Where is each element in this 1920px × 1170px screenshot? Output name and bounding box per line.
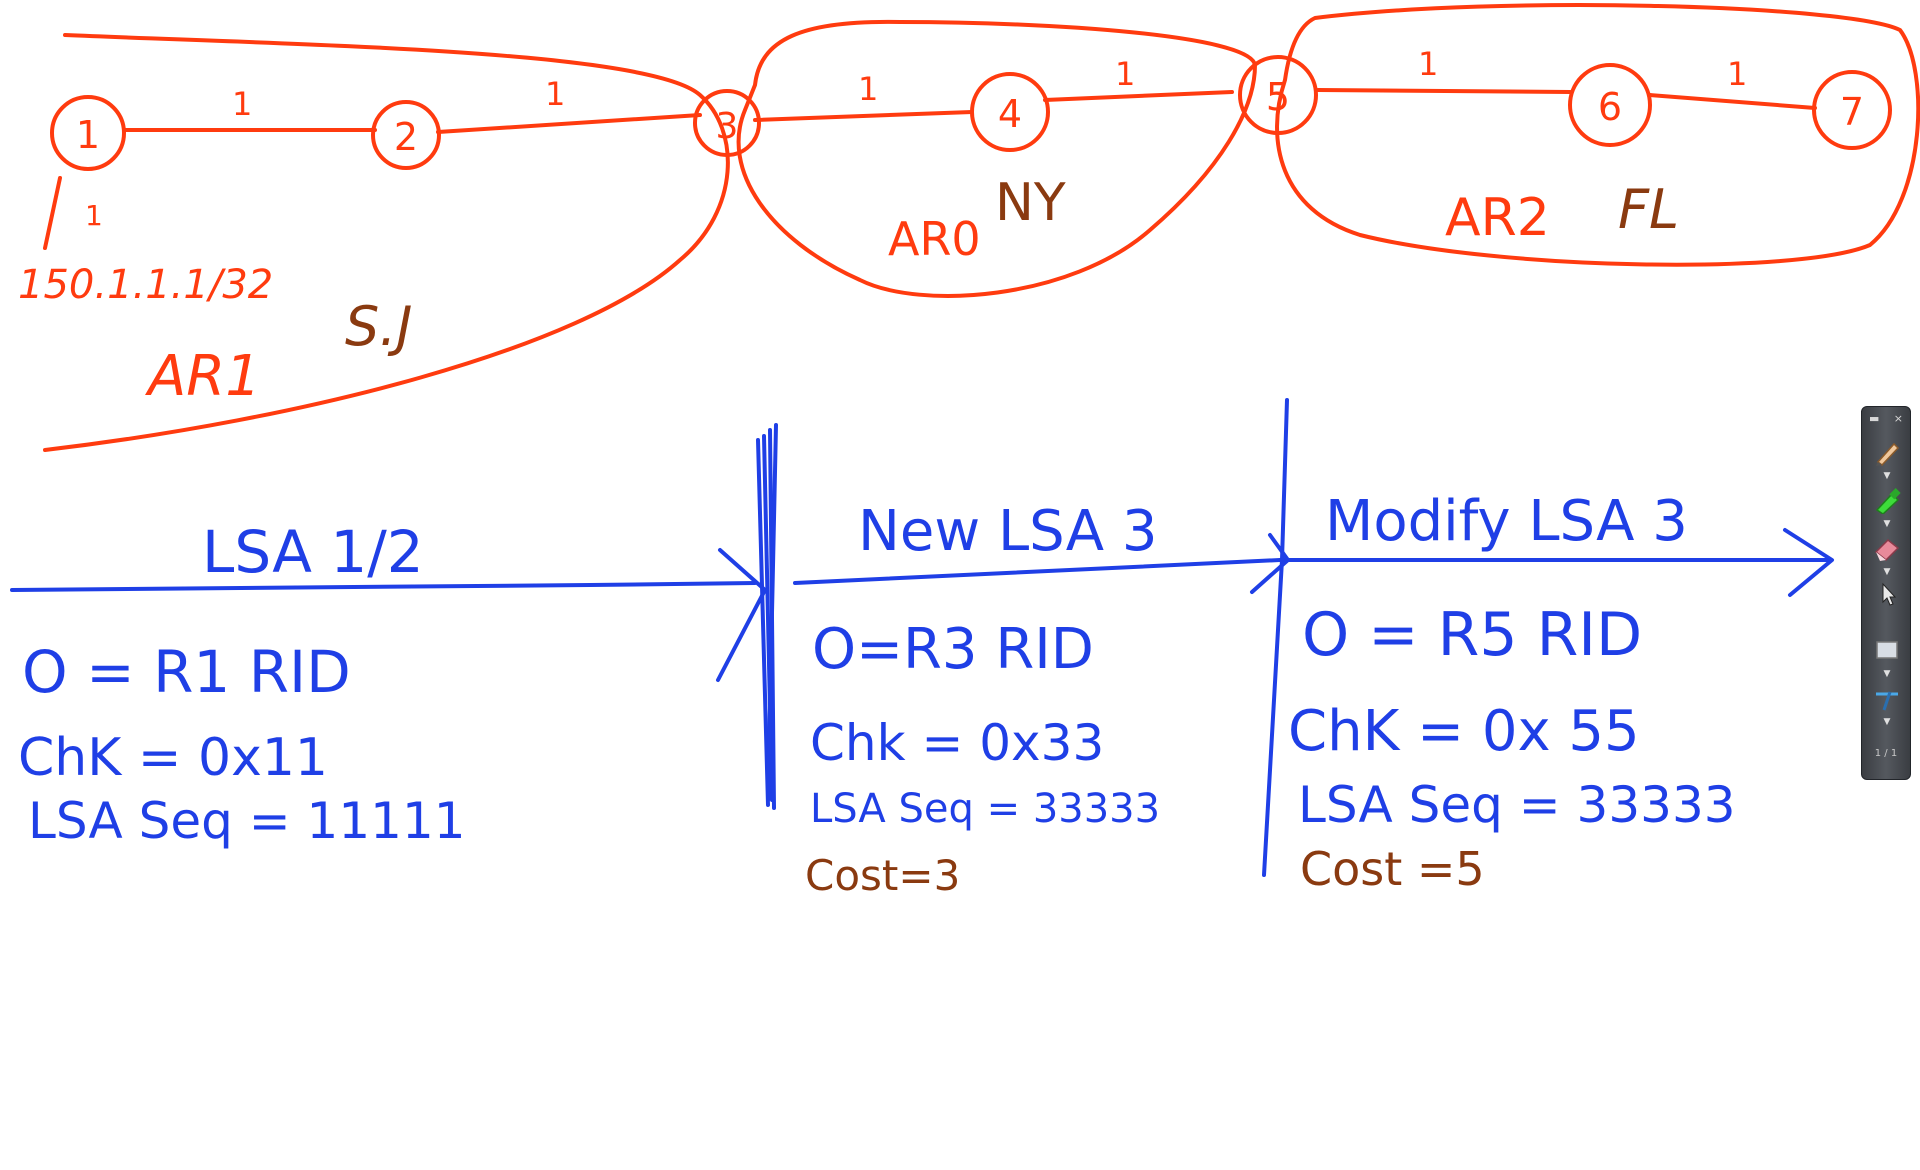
link-5-6 bbox=[1316, 88, 1572, 94]
router-node bbox=[50, 95, 126, 171]
area1-site-label: S.J bbox=[345, 295, 412, 358]
link-cost: 1 bbox=[1115, 55, 1135, 93]
router-label: 3 bbox=[716, 106, 739, 147]
section-line: O = R1 RID bbox=[22, 638, 351, 706]
timeline-divider bbox=[756, 438, 770, 807]
area0-site-label: NY bbox=[995, 173, 1066, 233]
section-line: LSA Seq = 11111 bbox=[28, 792, 466, 850]
router-node bbox=[970, 72, 1050, 152]
chevron-down-icon[interactable]: ▼ bbox=[1883, 519, 1891, 529]
section-line: LSA Seq = 33333 bbox=[1298, 776, 1736, 834]
shape-icon[interactable] bbox=[1869, 635, 1905, 665]
minimize-icon[interactable]: ▬ bbox=[1869, 411, 1880, 425]
router-label: 2 bbox=[394, 115, 418, 159]
prefix-label: 150.1.1.1/32 bbox=[18, 262, 273, 308]
router-label: 4 bbox=[998, 92, 1022, 136]
chevron-down-icon[interactable]: ▼ bbox=[1883, 471, 1891, 481]
router-node bbox=[1812, 70, 1892, 150]
area1-label: AR1 bbox=[145, 344, 261, 409]
link-cost: 1 bbox=[85, 199, 103, 232]
link-cost: 1 bbox=[858, 70, 878, 108]
area1-boundary bbox=[43, 33, 730, 452]
section-title: LSA 1/2 bbox=[202, 518, 424, 586]
link-4-5 bbox=[1043, 90, 1234, 102]
timeline-arrowhead bbox=[1783, 528, 1834, 597]
link-cost: 1 bbox=[232, 85, 252, 123]
chevron-down-icon[interactable]: ▼ bbox=[1883, 669, 1891, 679]
lsa-timeline: LSA 1/2 O = R1 RID ChK = 0x11 LSA Seq = … bbox=[10, 398, 1834, 900]
link-cost: 1 bbox=[1727, 55, 1747, 93]
router-label: 5 bbox=[1266, 75, 1290, 119]
line-tool-icon[interactable] bbox=[1869, 683, 1905, 713]
router-node bbox=[1238, 55, 1318, 135]
pen-icon[interactable] bbox=[1869, 437, 1905, 467]
page-indicator: 1 / 1 bbox=[1874, 748, 1898, 759]
router-node bbox=[693, 89, 761, 157]
section-cost: Cost=3 bbox=[805, 851, 960, 900]
section-line: LSA Seq = 33333 bbox=[810, 786, 1160, 832]
area0-boundary bbox=[736, 19, 1257, 298]
toolbar-header[interactable]: ▬ × bbox=[1862, 407, 1910, 429]
link-3-4 bbox=[753, 110, 974, 122]
section-line: ChK = 0x 55 bbox=[1288, 699, 1640, 764]
link-cost: 1 bbox=[1418, 45, 1438, 83]
section-line: ChK = 0x11 bbox=[18, 728, 328, 788]
timeline-divider bbox=[766, 423, 778, 802]
link-6-7 bbox=[1648, 93, 1817, 110]
timeline-divider bbox=[1262, 398, 1289, 877]
pen-toolbar[interactable]: ▬ × ▼ ▼ ▼ ▼ ▼ 1 / 1 bbox=[1861, 406, 1911, 780]
link-stub-prefix bbox=[43, 176, 62, 250]
section-line: O=R3 RID bbox=[812, 617, 1094, 682]
router-label: 1 bbox=[76, 113, 100, 157]
link-2-3 bbox=[436, 113, 702, 134]
area2-label: AR2 bbox=[1445, 188, 1550, 248]
pointer-icon[interactable] bbox=[1869, 579, 1905, 609]
section-title: Modify LSA 3 bbox=[1325, 489, 1688, 554]
section-cost: Cost =5 bbox=[1300, 842, 1485, 896]
area2-site-label: FL bbox=[1618, 178, 1679, 241]
router-node bbox=[371, 100, 441, 170]
router-label: 6 bbox=[1598, 85, 1622, 129]
chevron-down-icon[interactable]: ▼ bbox=[1883, 567, 1891, 577]
close-icon[interactable]: × bbox=[1893, 411, 1903, 425]
eraser-icon[interactable] bbox=[1869, 533, 1905, 563]
link-cost: 1 bbox=[545, 75, 565, 113]
section-line: Chk = 0x33 bbox=[810, 714, 1104, 772]
timeline-marker bbox=[716, 548, 767, 682]
topology-diagram: 1 2 3 4 5 6 7 1 1 1 1 1 1 1 150.1.1.1/32… bbox=[18, 3, 1920, 452]
router-node bbox=[1568, 63, 1652, 147]
section-title: New LSA 3 bbox=[858, 499, 1157, 564]
highlighter-icon[interactable] bbox=[1869, 485, 1905, 515]
timeline-marker bbox=[1250, 533, 1290, 594]
area0-label: AR0 bbox=[888, 212, 981, 266]
section-line: O = R5 RID bbox=[1302, 600, 1642, 670]
timeline-line bbox=[10, 581, 757, 592]
chevron-down-icon[interactable]: ▼ bbox=[1883, 717, 1891, 727]
router-label: 7 bbox=[1840, 90, 1864, 134]
